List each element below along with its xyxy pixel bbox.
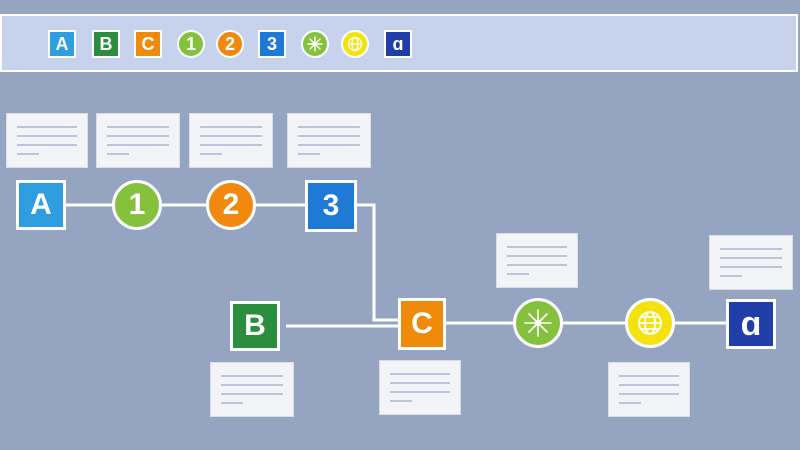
palette-chip-3[interactable]: 3 — [258, 30, 286, 58]
node-globe[interactable] — [625, 298, 675, 348]
palette-chip-compass[interactable] — [301, 30, 329, 58]
note-card-step3[interactable] — [287, 113, 371, 168]
node-c[interactable]: C — [398, 298, 446, 350]
palette-chip-1[interactable]: 1 — [177, 30, 205, 58]
note-card-step2[interactable] — [189, 113, 273, 168]
note-card-a[interactable] — [6, 113, 88, 168]
node-b[interactable]: B — [230, 301, 280, 351]
palette-chip-alpha[interactable]: ɑ — [384, 30, 412, 58]
note-card-b[interactable] — [210, 362, 294, 417]
compass-icon — [307, 36, 323, 52]
note-card-c[interactable] — [379, 360, 461, 415]
globe-icon — [347, 36, 363, 52]
node-step-3[interactable]: 3 — [305, 180, 357, 232]
note-card-globe[interactable] — [608, 362, 690, 417]
palette-chip-2[interactable]: 2 — [216, 30, 244, 58]
compass-icon — [524, 309, 552, 337]
note-card-compass[interactable] — [496, 233, 578, 288]
node-compass[interactable] — [513, 298, 563, 348]
palette-toolbar: A B C 1 2 3 ɑ — [0, 14, 798, 72]
node-final-alpha[interactable]: ɑ — [726, 299, 776, 349]
palette-chip-a[interactable]: A — [48, 30, 76, 58]
globe-icon — [638, 311, 662, 335]
note-card-step1[interactable] — [96, 113, 180, 168]
palette-chip-b[interactable]: B — [92, 30, 120, 58]
node-a[interactable]: A — [16, 180, 66, 230]
palette-chip-c[interactable]: C — [134, 30, 162, 58]
palette-chip-globe[interactable] — [341, 30, 369, 58]
note-card-final[interactable] — [709, 235, 793, 290]
node-step-2[interactable]: 2 — [206, 180, 256, 230]
node-step-1[interactable]: 1 — [112, 180, 162, 230]
